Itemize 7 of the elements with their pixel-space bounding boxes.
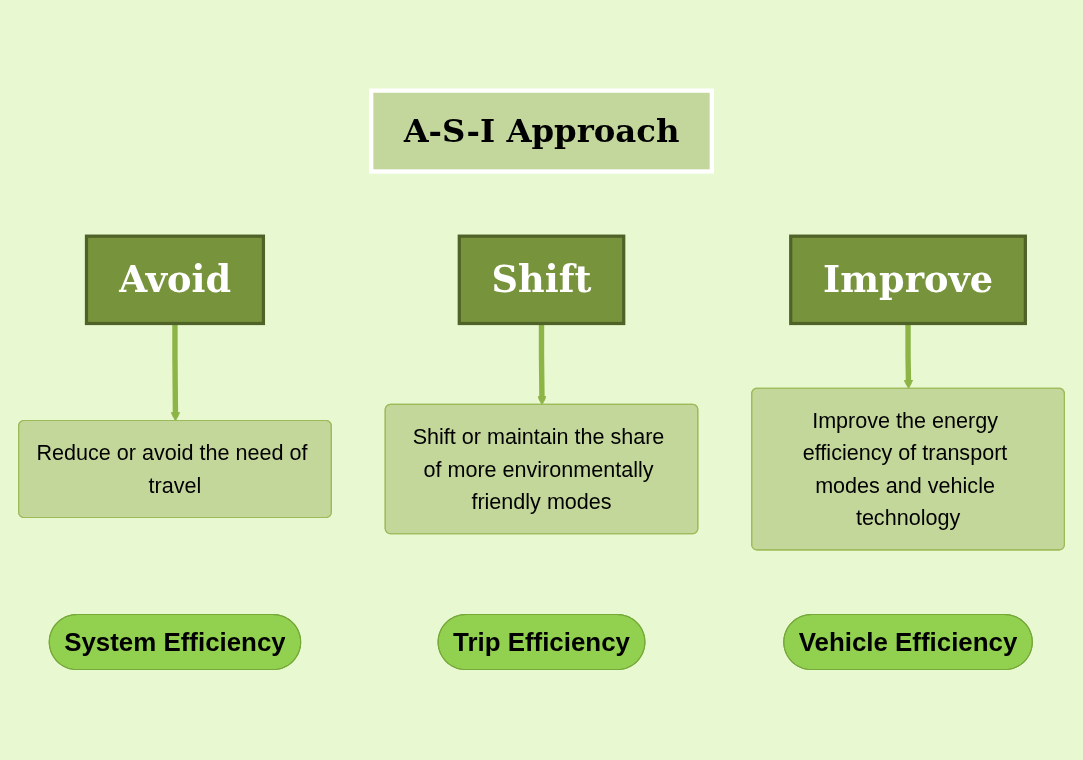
node-box: Avoid <box>84 234 266 325</box>
node-box: A-S-I Approach <box>369 88 714 174</box>
node-box: Shift <box>457 234 626 325</box>
arrow <box>537 323 547 406</box>
node-box: Improve <box>789 234 1027 325</box>
arrow <box>170 323 181 422</box>
arrow <box>903 323 914 390</box>
